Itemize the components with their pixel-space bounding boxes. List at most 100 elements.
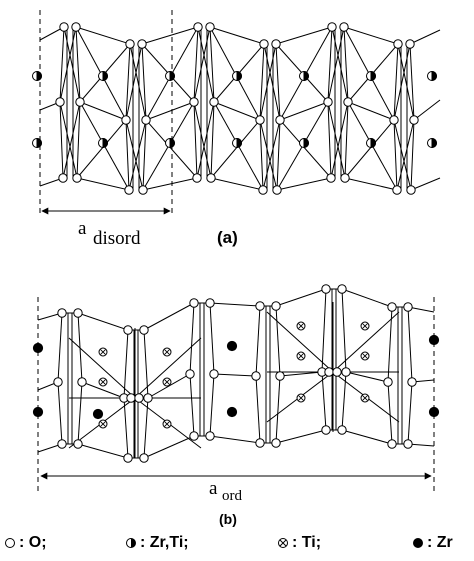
- zrti-atom: [427, 137, 437, 149]
- o-atom: [189, 431, 199, 441]
- legend: : O; : Zr,Ti; : Ti; : Zr: [0, 534, 474, 556]
- bond-line: [59, 101, 64, 179]
- bond-line: [62, 101, 81, 179]
- o-atom: [387, 439, 397, 449]
- o-atom: [59, 22, 69, 32]
- dimension-label-a-disord-subscript: disord: [93, 228, 141, 249]
- o-atom: [409, 115, 419, 125]
- zr-atom: [226, 406, 238, 418]
- o-atom: [193, 22, 203, 32]
- o-atom: [123, 325, 133, 335]
- o-atom: [332, 367, 342, 377]
- o-atom: [389, 115, 399, 125]
- bond-line: [189, 373, 195, 437]
- o-atom: [337, 284, 347, 294]
- bond-line: [259, 43, 265, 121]
- bond-line: [145, 119, 198, 179]
- bond-line: [128, 119, 147, 191]
- o-atom: [124, 185, 134, 195]
- bond-line: [125, 43, 131, 121]
- bond-line: [262, 119, 281, 191]
- o-atom: [259, 39, 269, 49]
- legend-text: : O;: [19, 534, 47, 551]
- o-atom: [137, 39, 147, 49]
- bond-line: [141, 26, 199, 45]
- o-atom: [324, 367, 334, 377]
- o-atom: [139, 453, 149, 463]
- o-atom: [403, 302, 413, 312]
- bond-line: [327, 101, 346, 179]
- bond-line: [279, 101, 329, 121]
- o-atom: [387, 302, 397, 312]
- zrti-atom: [427, 70, 437, 82]
- bond-line: [344, 101, 349, 179]
- panel-b-polyhedra-network: [37, 288, 435, 459]
- o-atom: [392, 185, 402, 195]
- bond-line: [76, 177, 130, 191]
- o-atom: [271, 39, 281, 49]
- bond-line: [347, 101, 395, 121]
- bond-line: [213, 373, 257, 377]
- bond-line: [123, 397, 129, 459]
- o-atom: [73, 308, 83, 318]
- bond-line: [327, 101, 332, 179]
- panel-b-structure: [32, 284, 440, 492]
- ti-atom: [360, 351, 370, 361]
- o-atom: [205, 298, 215, 308]
- bond-line: [344, 177, 398, 191]
- bond-line: [276, 177, 332, 191]
- o-atom: [71, 22, 81, 32]
- o-atom: [327, 22, 337, 32]
- o-atom: [405, 39, 415, 49]
- bond-line: [396, 119, 415, 191]
- o-atom: [337, 425, 347, 435]
- o-atom: [406, 185, 416, 195]
- o-atom: [77, 377, 87, 387]
- bond-line: [209, 302, 215, 375]
- zrti-atom: [232, 70, 242, 82]
- bond-line: [393, 119, 398, 191]
- dimension-label-symbol: a: [78, 218, 87, 239]
- bond-line: [332, 311, 400, 373]
- bond-line: [210, 119, 261, 179]
- o-atom: [206, 173, 216, 183]
- zr-atom: [92, 408, 104, 420]
- o-atom: [125, 39, 135, 49]
- o-atom: [209, 97, 219, 107]
- legend-item-ti: : Ti;: [277, 534, 321, 552]
- o-atom: [57, 308, 67, 318]
- bond-line: [341, 429, 393, 445]
- zr-atom: [32, 342, 44, 354]
- bond-line: [68, 337, 136, 399]
- ti-atom: [162, 347, 172, 357]
- o-atom: [275, 371, 285, 381]
- ti-atom: [360, 321, 370, 331]
- o-atom: [209, 369, 219, 379]
- bond-line: [142, 119, 147, 191]
- dimension-label-a-ord: a: [209, 478, 217, 500]
- o-atom: [121, 115, 131, 125]
- bond-line: [77, 381, 83, 445]
- o-atom: [403, 439, 413, 449]
- bond-line: [134, 337, 202, 399]
- bond-line: [79, 101, 127, 121]
- zrti-atom: [232, 137, 242, 149]
- bond-line: [407, 306, 413, 383]
- ti-atom: [296, 351, 306, 361]
- o-atom: [58, 173, 68, 183]
- bond-line: [393, 119, 412, 191]
- bond-line: [209, 373, 215, 437]
- bond-line: [266, 311, 334, 373]
- o-atom: [340, 173, 350, 183]
- bond-line: [209, 302, 261, 307]
- ti-atom: [98, 377, 108, 387]
- bond-line: [81, 381, 125, 399]
- o-atom: [141, 115, 151, 125]
- bond-line: [189, 302, 195, 375]
- zrti-atom: [165, 137, 175, 149]
- zrti-atom: [165, 70, 175, 82]
- bond-line: [275, 375, 281, 444]
- bond-line: [276, 119, 281, 191]
- bond-line: [210, 101, 215, 179]
